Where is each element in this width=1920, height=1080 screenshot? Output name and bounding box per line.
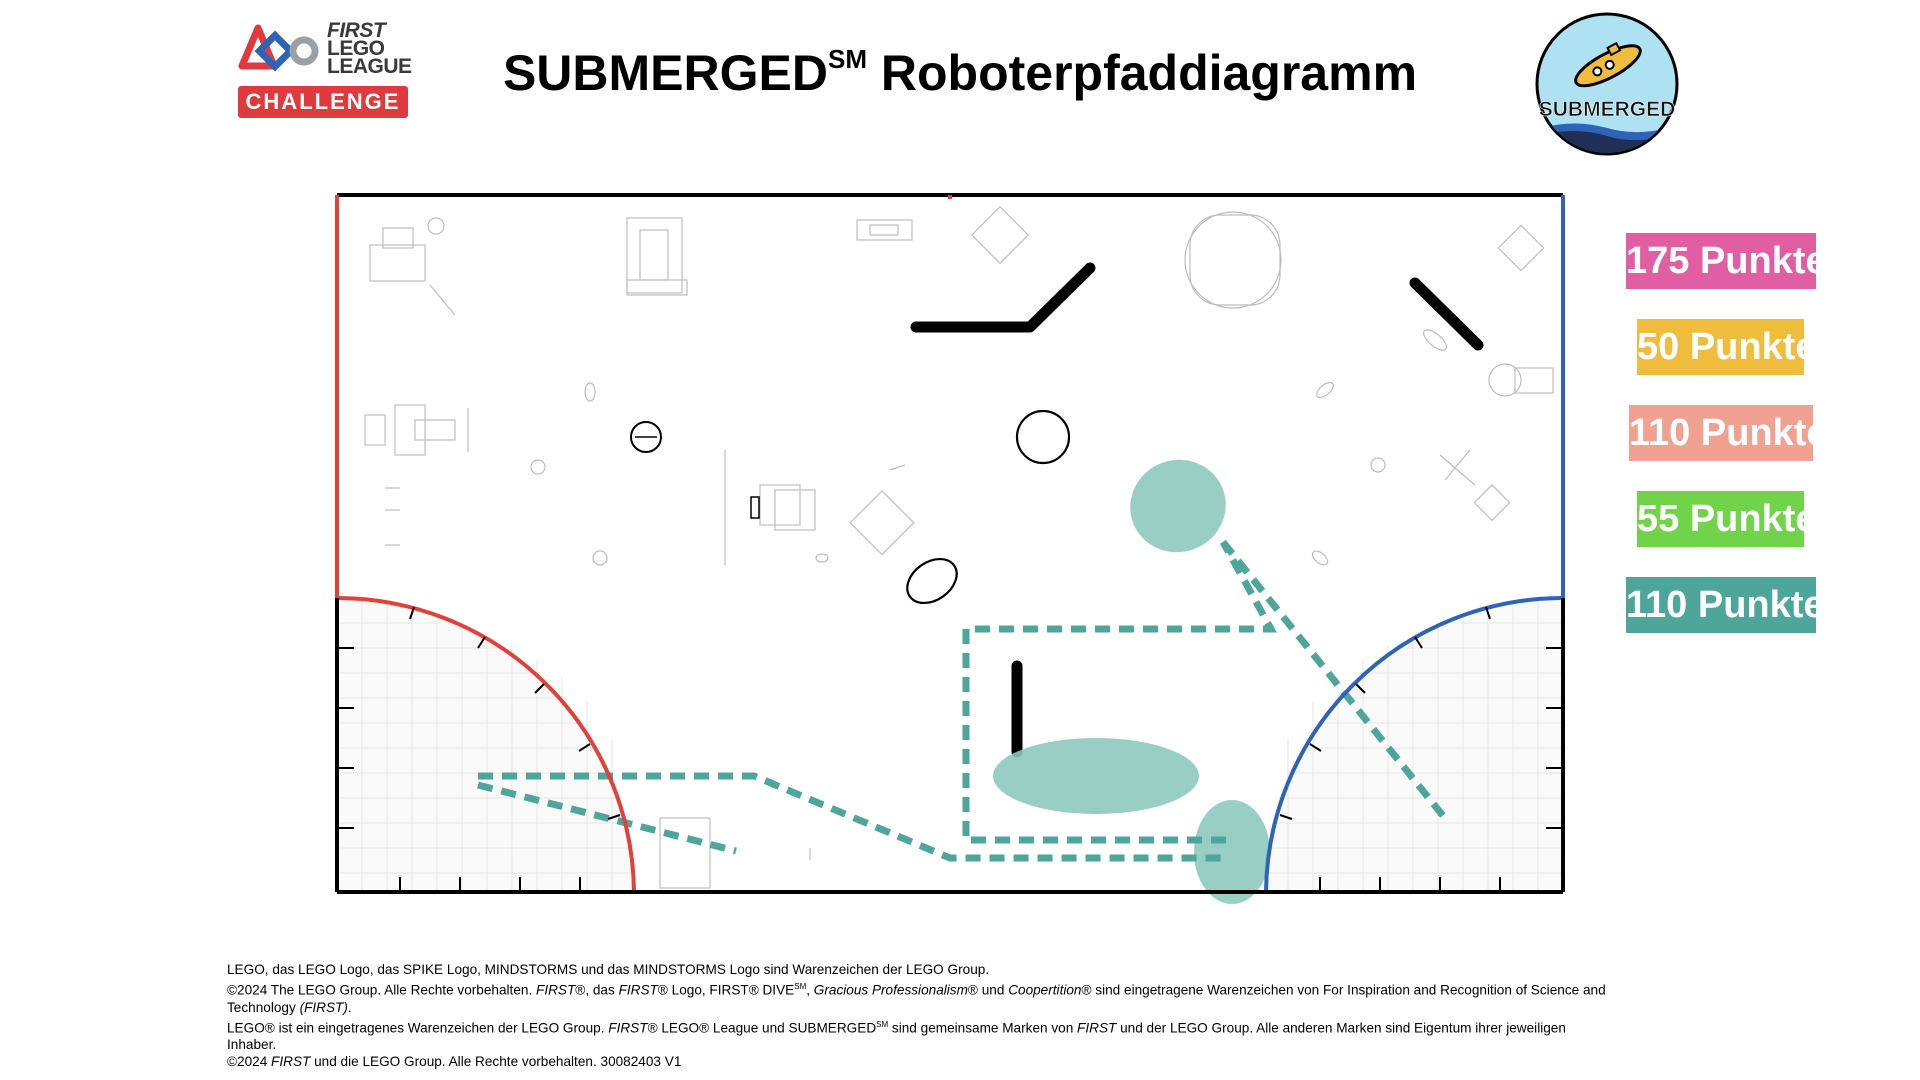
footer-line-2: ©2024 The LEGO Group. Alle Rechte vorbeh…	[227, 978, 1617, 1016]
title-main: SUBMERGED	[503, 45, 828, 101]
first-logo-icon	[238, 20, 328, 82]
challenge-badge: CHALLENGE	[238, 86, 408, 118]
submerged-season-logo: SUBMERGED	[1535, 12, 1679, 156]
legend-item-110-teal: 110 Punkte	[1626, 577, 1816, 633]
logo-league-text: LEAGUE	[327, 58, 412, 76]
legend-item-110-salmon: 110 Punkte	[1629, 405, 1813, 461]
season-logo-text: SUBMERGED	[1539, 98, 1676, 121]
title-rest: Roboterpfaddiagramm	[867, 45, 1417, 101]
legal-footer: LEGO, das LEGO Logo, das SPIKE Logo, MIN…	[227, 961, 1617, 1070]
footer-line-3: LEGO® ist ein eingetragenes Warenzeichen…	[227, 1016, 1617, 1054]
field-mat	[337, 195, 1563, 892]
flg-wordmark: FIRST LEGO LEAGUE	[327, 22, 412, 76]
legend-item-55-green: 55 Punkte	[1637, 491, 1804, 547]
mission-models-outlines	[365, 207, 1553, 888]
right-home-base-grid	[1266, 598, 1563, 892]
field-obstacles	[631, 268, 1478, 752]
title-service-mark: SM	[828, 44, 867, 74]
legend-item-50-yellow: 50 Punkte	[1637, 319, 1804, 375]
right-home-base-arc	[1266, 598, 1563, 892]
first-lego-league-challenge-logo: FIRST LEGO LEAGUE CHALLENGE	[238, 20, 408, 118]
field-edge-ticks	[337, 648, 1563, 892]
target-zones	[993, 446, 1270, 904]
footer-line-1: LEGO, das LEGO Logo, das SPIKE Logo, MIN…	[227, 961, 1617, 978]
legend-item-175-pink: 175 Punkte	[1626, 233, 1816, 289]
field-border	[337, 195, 1563, 892]
robot-paths	[478, 542, 1444, 858]
left-home-base-arc	[337, 598, 634, 892]
left-home-base-grid	[337, 598, 634, 892]
page-title: SUBMERGEDSM Roboterpfaddiagramm	[480, 44, 1440, 102]
footer-line-4: ©2024 FIRST und die LEGO Group. Alle Rec…	[227, 1053, 1617, 1070]
